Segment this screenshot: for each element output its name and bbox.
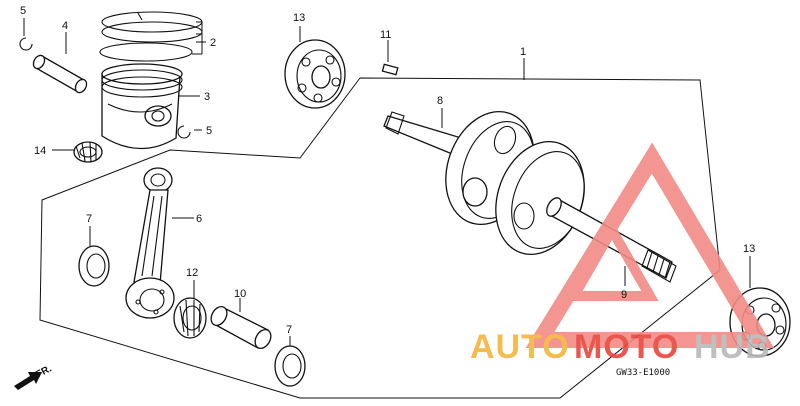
callout-13-bottom: 13 [743,243,755,255]
watermark: AUTO MOTO HUB [470,142,775,366]
thrust-washer-right [274,345,306,387]
piston [101,63,183,150]
callout-14: 14 [34,145,46,157]
watermark-triangle-inner [565,219,659,301]
callout-8: 8 [437,95,443,107]
watermark-text-auto: AUTO [470,328,570,366]
diagram-code: GW33-E1000 [616,368,670,378]
callout-12: 12 [186,267,198,279]
small-end-bearing [73,141,103,163]
thrust-washer-left [78,245,110,287]
callout-10: 10 [234,288,246,300]
woodruff-key [381,63,399,76]
callout-1: 1 [520,46,526,58]
crank-pin [210,306,272,349]
piston-pin-clip-left [19,37,33,51]
callout-11: 11 [380,29,391,41]
callout-9: 9 [621,289,627,301]
callout-7-right: 7 [286,324,292,336]
piston-pin-clip-right [177,125,191,139]
connecting-rod [125,167,175,319]
assembly-boundary [39,77,721,399]
callout-6: 6 [196,213,202,225]
front-direction-arrow: FR. [14,363,54,390]
callout-4: 4 [62,20,68,32]
piston-pin [32,54,88,94]
main-bearing-upper [284,39,346,109]
watermark-text-hub: HUB [694,328,771,366]
callout-13-top: 13 [293,12,305,24]
big-end-bearing [173,297,207,339]
watermark-text-moto: MOTO [574,328,679,366]
callout-3: 3 [204,91,210,103]
piston-rings [99,11,203,62]
callout-5-top: 5 [20,5,26,17]
callout-2: 2 [210,37,216,49]
leader-lines [23,18,751,346]
callout-7-left: 7 [86,213,92,225]
callout-5-right: 5 [206,125,212,137]
svg-text:FR.: FR. [34,363,54,380]
